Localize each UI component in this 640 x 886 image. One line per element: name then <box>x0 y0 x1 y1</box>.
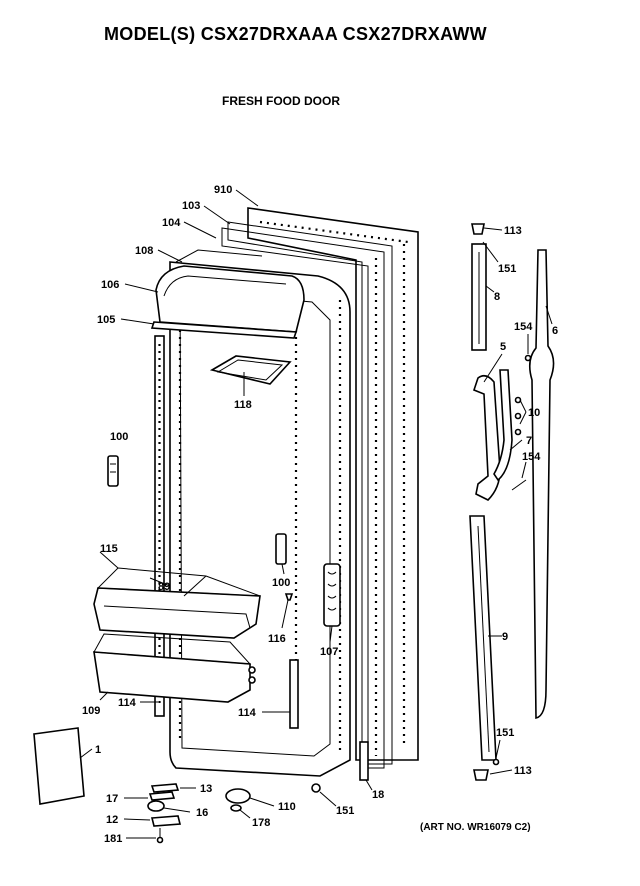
instruction-sheet <box>33 727 85 805</box>
part-label: 115 <box>100 543 118 555</box>
part-number-labels: 910 103 104 108 106 105 118 100 100 115 … <box>82 184 558 845</box>
part-label: 151 <box>498 263 516 275</box>
part-label: 12 <box>106 814 118 826</box>
part-label: 100 <box>110 431 128 443</box>
model-title: MODEL(S) CSX27DRXAAA CSX27DRXAWW <box>104 24 487 44</box>
part-label: 114 <box>238 707 257 719</box>
hinge-cap <box>225 788 251 812</box>
small-clip <box>284 593 294 601</box>
part-label: 100 <box>272 577 290 589</box>
part-label: 110 <box>278 801 296 813</box>
part-label: 13 <box>200 783 212 795</box>
part-label: 114 <box>118 697 137 709</box>
handle-mount-upper <box>471 223 487 351</box>
part-label: 1 <box>95 744 101 756</box>
right-dairy-rail <box>289 659 299 729</box>
part-label: 7 <box>526 435 532 447</box>
part-label: 106 <box>101 279 119 291</box>
part-label: 151 <box>336 805 354 817</box>
small-shelf <box>209 355 292 385</box>
part-label: 104 <box>162 217 181 229</box>
part-label: 108 <box>135 245 153 257</box>
part-label: 109 <box>82 705 100 717</box>
hinge-cover <box>323 563 341 627</box>
part-label: 105 <box>97 314 115 326</box>
part-label: 89 <box>158 581 170 593</box>
door-bin-lower <box>93 633 256 703</box>
door-stop-pin <box>359 741 369 781</box>
washer-bottom <box>311 783 321 793</box>
part-label: 103 <box>182 200 200 212</box>
part-label: 5 <box>500 341 506 353</box>
part-label: 17 <box>106 793 118 805</box>
part-label: 16 <box>196 807 208 819</box>
door-bin-upper <box>93 567 261 639</box>
handle-mount-lower <box>469 515 500 781</box>
retainer-clip-right <box>275 533 287 565</box>
retainer-clip-left <box>107 455 119 487</box>
door-handle <box>473 354 532 501</box>
part-label: 8 <box>494 291 500 303</box>
part-label: 910 <box>214 184 232 196</box>
part-label: 113 <box>514 765 532 777</box>
part-label: 107 <box>320 646 338 658</box>
part-label: 10 <box>528 407 540 419</box>
part-label: 9 <box>502 631 508 643</box>
dairy-compartment <box>150 249 305 339</box>
part-label: 6 <box>552 325 558 337</box>
hinge-hardware <box>147 783 182 844</box>
left-dairy-rail <box>154 335 165 717</box>
leader-lines <box>79 189 553 839</box>
art-number: (ART NO. WR16079 C2) <box>420 822 531 833</box>
part-label: 118 <box>234 399 252 411</box>
part-label: 151 <box>496 727 514 739</box>
section-title: FRESH FOOD DOOR <box>222 94 341 108</box>
handle-trim-strip <box>528 249 555 719</box>
part-label: 154 <box>522 451 541 463</box>
door-liner <box>169 261 351 777</box>
part-label: 18 <box>372 789 384 801</box>
part-label: 181 <box>104 833 122 845</box>
part-label: 116 <box>268 633 286 645</box>
part-label: 178 <box>252 817 270 829</box>
part-label: 154 <box>514 321 533 333</box>
part-label: 113 <box>504 225 522 237</box>
